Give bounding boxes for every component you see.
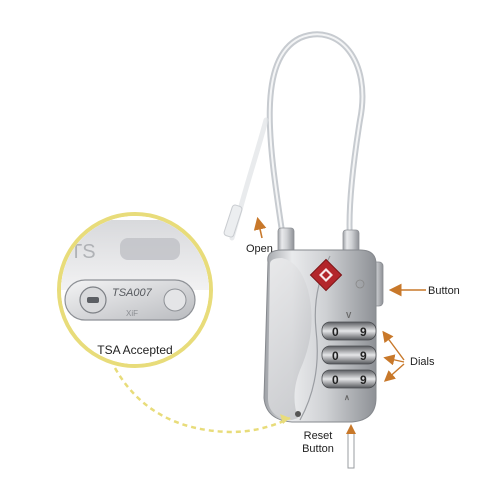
reset-label-line2: Button [302,443,334,455]
inset-connector [113,367,291,434]
dials-label: Dials [410,356,435,368]
open-label: Open [246,243,273,255]
reset-label-line1: Reset [303,430,333,442]
tsa-inset: TS TSA007 XiF [57,212,213,368]
dials-arrow-2 [383,354,405,366]
reset-hole [295,411,301,417]
dials-arrow-3 [383,363,405,382]
inset-engraving-sub: XiF [126,309,138,318]
inset-engraving: TSA007 [112,287,153,299]
dial-2-left: 0 [332,349,339,363]
dial-3-left: 0 [332,373,339,387]
reset-button-label: Reset Button [296,430,340,456]
svg-text:∧: ∧ [344,393,350,402]
button-label: Button [428,285,460,297]
svg-text:V: V [346,311,352,320]
dial-2-right: 9 [360,349,367,363]
dial-3-right: 9 [360,373,367,387]
connector-arrowhead [280,414,290,424]
tsa-accepted-label: TSA Accepted [97,343,173,357]
dial-1-left: 0 [332,325,339,339]
dials-arrow-1 [382,330,405,361]
tsa-diamond-icon [309,258,343,292]
trademark-mark [355,279,365,289]
cable-shackle [223,31,366,243]
svg-text:TS: TS [70,241,96,263]
dial-1-right: 9 [360,325,367,339]
reset-pin [346,424,356,469]
lock-body [263,249,377,423]
open-arrow [253,216,267,239]
dial-wheels: V 0 9 0 9 0 9 ∧ [321,311,377,402]
